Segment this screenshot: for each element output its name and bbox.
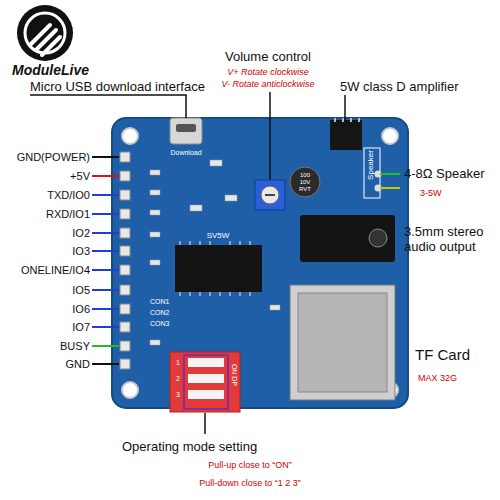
callout-label: 4-8Ω Speaker [404, 167, 485, 182]
silkscreen-text: SV5W [207, 231, 230, 240]
callout-label: Volume control [225, 50, 311, 65]
callout-label: Micro USB download interface [30, 80, 205, 95]
pin-name: GND(POWER) [17, 151, 90, 164]
component-marking: 100 [300, 172, 310, 179]
pin-name: GND [66, 358, 90, 371]
callout-note: Pull-up close to “ON” [208, 460, 292, 470]
component-marking: RVT [299, 186, 311, 193]
pin-name: TXD/IO0 [47, 189, 90, 202]
pin-name: IO7 [72, 321, 90, 334]
silkscreen-text: ON DP [230, 364, 238, 386]
callout-label: TF Card [415, 346, 470, 363]
pin-name: BUSY [60, 340, 90, 353]
callout-note: V+ Rotate clockwise [227, 67, 308, 77]
pin-name: IO5 [72, 284, 90, 297]
logo-text: ModuleLive [12, 62, 89, 78]
pin-name: IO3 [72, 245, 90, 258]
callout-note: 3-5W [420, 188, 442, 198]
silkscreen-text: CON2 [150, 309, 169, 317]
silkscreen-text: Speaker [366, 150, 375, 180]
callout-label: 3.5mm stereo audio output [404, 225, 496, 255]
pin-name: IO6 [72, 303, 90, 316]
pin-name: +5V [70, 170, 90, 183]
callout-note: MAX 32G [418, 373, 457, 383]
silkscreen-text: 2 [176, 375, 180, 383]
pin-name: ONELINE/IO4 [21, 264, 90, 277]
silkscreen-text: 3 [176, 391, 180, 399]
callout-label: Operating mode setting [122, 440, 257, 455]
callout-note: Pull-down close to “1 2 3” [199, 478, 301, 488]
silkscreen-text: CON3 [150, 320, 169, 328]
pin-name: IO2 [72, 227, 90, 240]
silkscreen-text: 1 [176, 359, 180, 367]
silkscreen-text: Download [170, 149, 201, 157]
component-marking: 10V [300, 179, 311, 186]
silkscreen-text: CON1 [150, 298, 169, 306]
callout-note: V- Rotate anticlockwise [221, 79, 314, 89]
pin-name: RXD/IO1 [46, 208, 90, 221]
callout-label: 5W class D amplifier [340, 80, 458, 95]
